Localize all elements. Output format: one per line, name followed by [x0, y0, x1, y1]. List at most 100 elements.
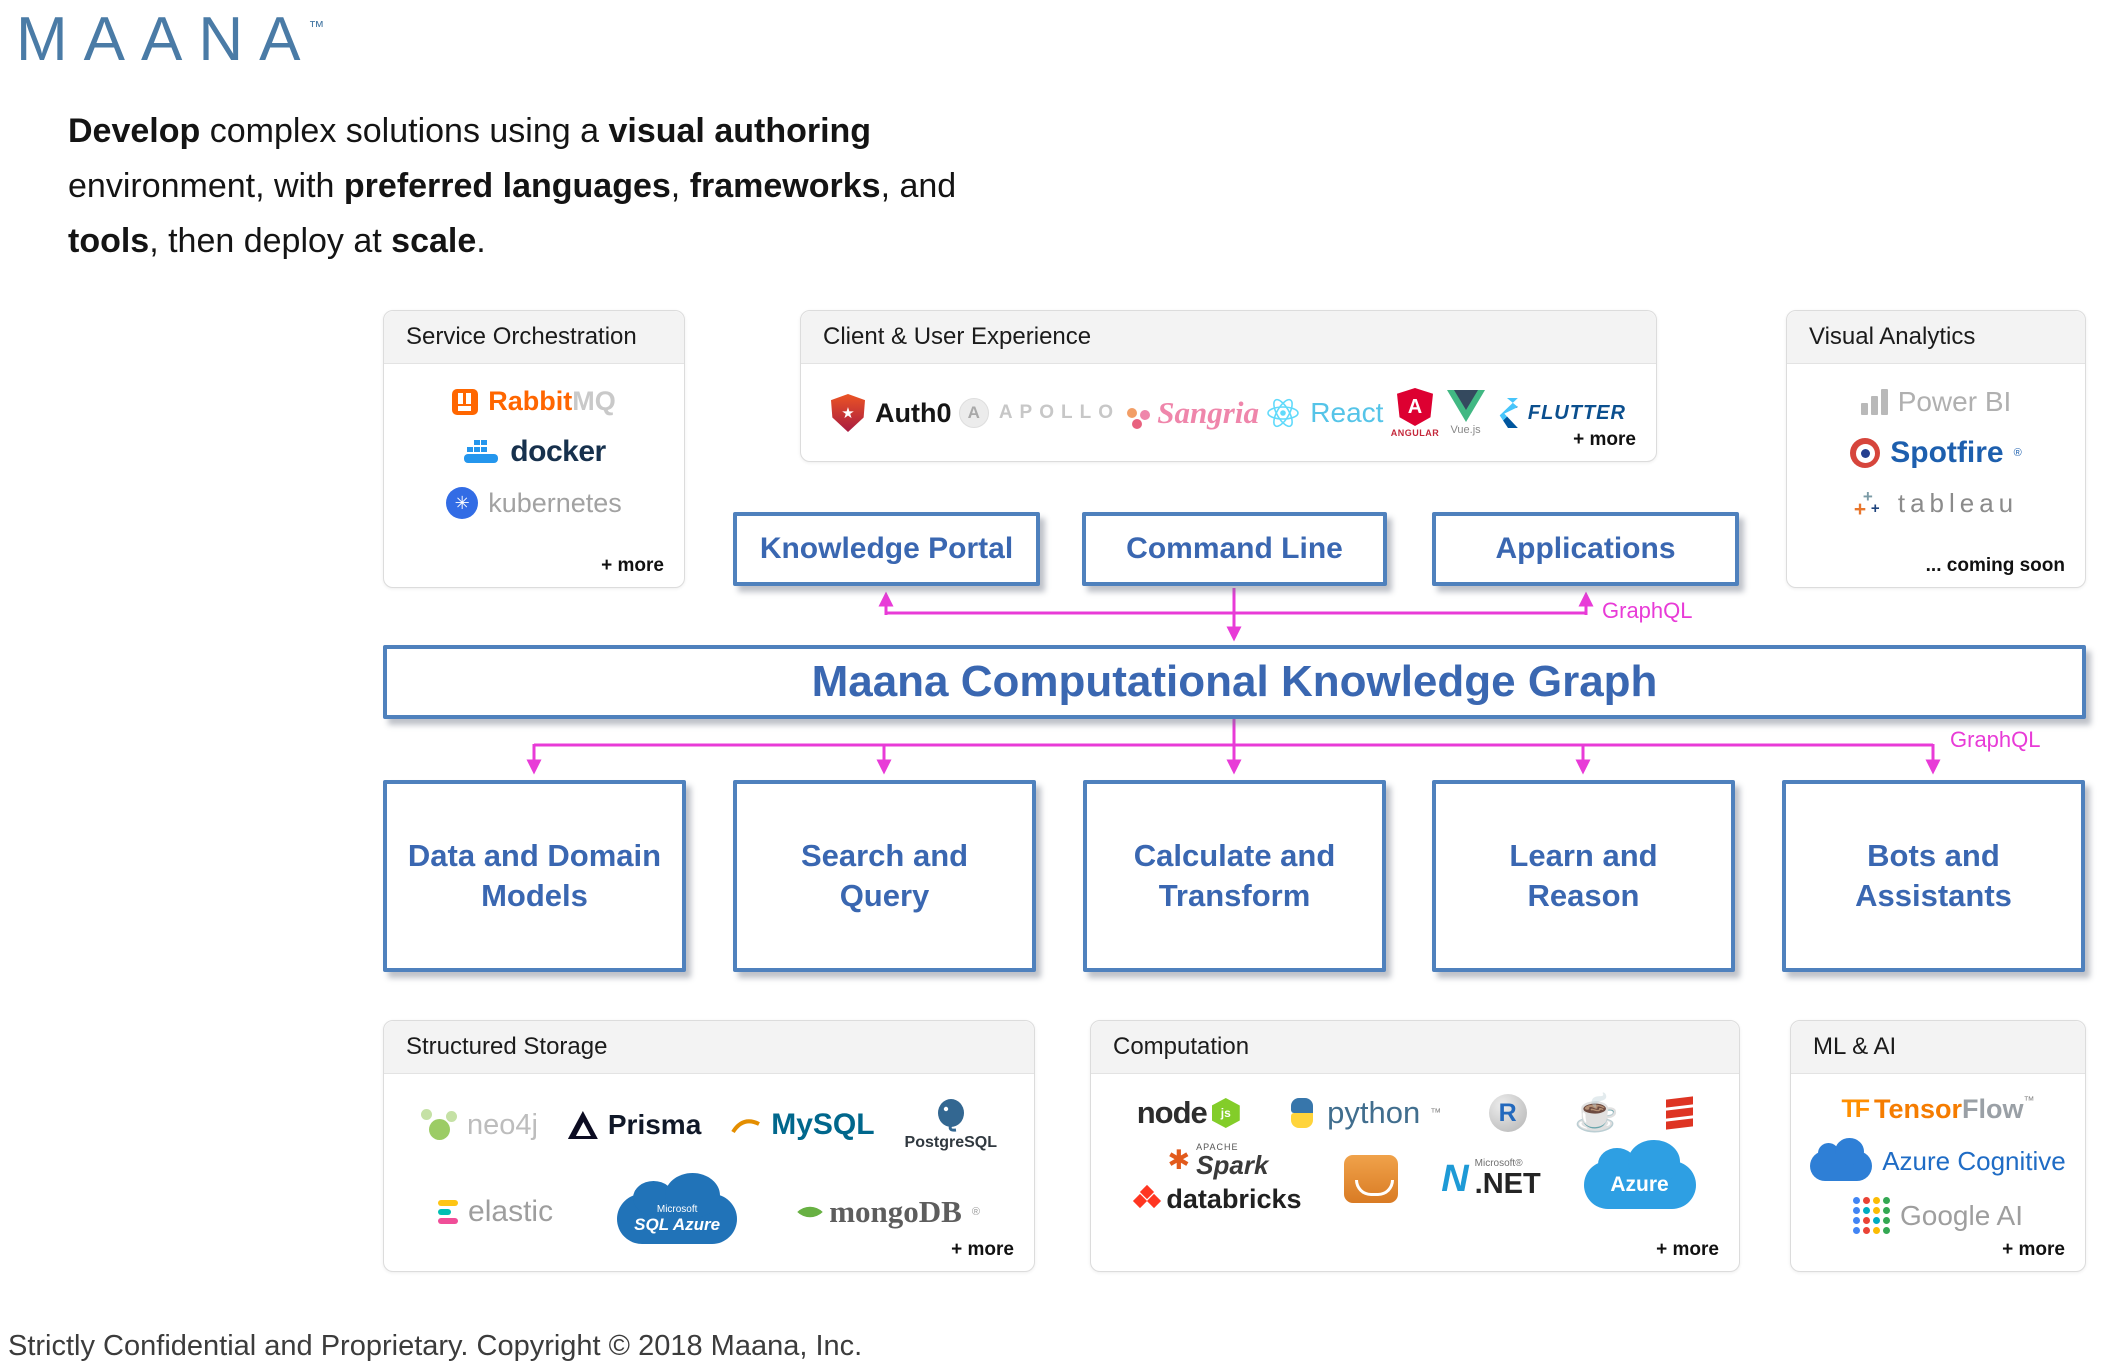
sql-azure-label: SQL Azure — [634, 1214, 721, 1234]
footer-confidentiality: Strictly Confidential and Proprietary. C… — [8, 1330, 863, 1362]
box-applications: Applications — [1432, 512, 1739, 586]
card-title: Client & User Experience — [801, 311, 1656, 364]
intro-plain: environment, with — [68, 167, 344, 205]
r-label: R — [1498, 1098, 1517, 1127]
angular-letter-glyph: A — [1407, 395, 1423, 418]
mongodb-label: mongoDB — [829, 1194, 962, 1229]
tensorflow-label: Tensor — [1874, 1094, 1963, 1124]
kubernetes-label: kubernetes — [488, 487, 622, 518]
logo-docker: docker — [462, 435, 606, 469]
logo-flutter: FLUTTER — [1492, 398, 1626, 428]
box-knowledge-graph: Maana Computational Knowledge Graph — [383, 645, 2086, 719]
logo-sangria: Sangria — [1127, 395, 1259, 431]
box-bots-assistants: Bots and Assistants — [1782, 780, 2085, 972]
databricks-icon — [1133, 1184, 1162, 1213]
flutter-icon — [1499, 398, 1518, 428]
tensorflow-tm-mark: ™ — [2023, 1095, 2035, 1107]
spotfire-reg-mark: ® — [2013, 447, 2022, 459]
spark-star-icon: ✱ — [1168, 1146, 1191, 1174]
box-label: Applications — [1495, 531, 1676, 565]
logo-row: neo4j Prisma MySQL PostgreSQL — [384, 1098, 1034, 1152]
mysql-icon — [731, 1119, 761, 1134]
box-data-domain-models: Data and Domain Models — [383, 780, 686, 972]
vue-icon — [1446, 390, 1485, 422]
tableau-plus-glyph: + — [1853, 497, 1867, 521]
card-body: ★ Auth0 A APOLLO Sangria — [801, 364, 1656, 462]
box-learn-reason: Learn and Reason — [1432, 780, 1735, 972]
tableau-plus-glyph: + — [1862, 486, 1873, 506]
box-label: Knowledge Portal — [759, 531, 1014, 565]
postgresql-icon — [937, 1099, 964, 1132]
card-service-orchestration: Service Orchestration RabbitMQ docker ✳ … — [383, 310, 685, 588]
powerbi-label: Power BI — [1897, 386, 2012, 417]
logo-powerbi: Power BI — [1860, 386, 2012, 418]
card-visual-analytics: Visual Analytics Power BI Spotfire® + + … — [1786, 310, 2086, 588]
card-body: RabbitMQ docker ✳ kubernetes — [384, 364, 684, 519]
intro-plain: , then deploy at — [149, 222, 392, 260]
box-label: Data and Domain Models — [407, 838, 662, 913]
logo-neo4j: neo4j — [420, 1109, 538, 1142]
rabbitmq-label: Rabbit — [488, 386, 573, 416]
rabbitmq-icon — [452, 388, 479, 415]
card-title: Service Orchestration — [384, 311, 684, 364]
logo-vue: Vue.js — [1446, 390, 1485, 436]
box-knowledge-portal: Knowledge Portal — [733, 512, 1040, 586]
logo-mysql: MySQL — [731, 1108, 875, 1142]
card-title: Structured Storage — [384, 1021, 1034, 1074]
intro-plain: complex solutions using a — [200, 112, 609, 150]
java-icon: ☕ — [1574, 1095, 1619, 1131]
python-tm-mark: ™ — [1430, 1107, 1442, 1119]
logo-tensorflow: TF TensorFlow™ — [1841, 1094, 2034, 1125]
intro-bold: visual authoring — [608, 112, 872, 150]
spark-apache-label: APACHE — [1196, 1142, 1239, 1152]
auth0-label: Auth0 — [875, 397, 952, 428]
tableau-label: tableau — [1897, 488, 2019, 518]
box-search-query: Search and Query — [733, 780, 1036, 972]
box-calculate-transform: Calculate and Transform — [1083, 780, 1386, 972]
dotnet-n-glyph: N — [1441, 1157, 1469, 1200]
logo-apollo: A APOLLO — [958, 398, 1120, 428]
logo-postgresql: PostgreSQL — [905, 1098, 997, 1152]
react-icon — [1267, 398, 1300, 428]
flutter-label: FLUTTER — [1527, 401, 1626, 424]
kubernetes-helm-glyph: ✳ — [454, 492, 470, 513]
nodejs-hex-icon: js — [1211, 1098, 1240, 1128]
coming-soon-label: ... coming soon — [1925, 555, 2065, 576]
elastic-label: elastic — [468, 1195, 554, 1228]
logo-mongodb: mongoDB ® — [797, 1194, 980, 1230]
elastic-icon — [438, 1200, 459, 1224]
card-title: Computation — [1091, 1021, 1739, 1074]
logo-elastic: elastic — [438, 1195, 553, 1229]
dotnet-microsoft-label: Microsoft® — [1474, 1158, 1523, 1169]
more-label: + more — [2002, 1239, 2065, 1260]
mongodb-reg-mark: ® — [971, 1206, 980, 1218]
tensorflow-icon: TF — [1841, 1095, 1870, 1123]
box-label: Maana Computational Knowledge Graph — [811, 656, 1658, 706]
react-label: React — [1310, 397, 1384, 428]
intro-plain: . — [476, 222, 486, 260]
sangria-label: Sangria — [1157, 395, 1259, 430]
box-label: Search and Query — [800, 838, 969, 913]
more-label: + more — [951, 1239, 1014, 1260]
logo-row: ✱ APACHE Spark databricks N — [1091, 1140, 1739, 1215]
logo-spark-databricks: ✱ APACHE Spark databricks — [1133, 1142, 1302, 1215]
azure-cognitive-label: Azure Cognitive — [1882, 1145, 2066, 1176]
powerbi-icon — [1860, 389, 1888, 415]
scala-icon — [1666, 1095, 1694, 1131]
logo-rabbitmq: RabbitMQ — [452, 386, 616, 417]
intro-bold: preferred languages — [343, 167, 671, 205]
auth0-icon: ★ — [831, 394, 865, 432]
logo-prisma: Prisma — [567, 1109, 701, 1141]
intro-plain: , and — [880, 167, 957, 205]
r-icon: R — [1488, 1094, 1527, 1132]
mysql-label: MySQL — [771, 1108, 875, 1141]
azure-label: Azure — [1610, 1172, 1669, 1196]
intro-bold: scale — [391, 222, 477, 260]
logo-dotnet: N Microsoft® .NET — [1441, 1158, 1541, 1199]
card-structured-storage: Structured Storage neo4j Prisma MySQL Po… — [383, 1020, 1035, 1272]
box-label: Learn and Reason — [1509, 838, 1658, 913]
spotfire-icon — [1850, 438, 1881, 468]
java-cup-glyph: ☕ — [1574, 1092, 1619, 1133]
